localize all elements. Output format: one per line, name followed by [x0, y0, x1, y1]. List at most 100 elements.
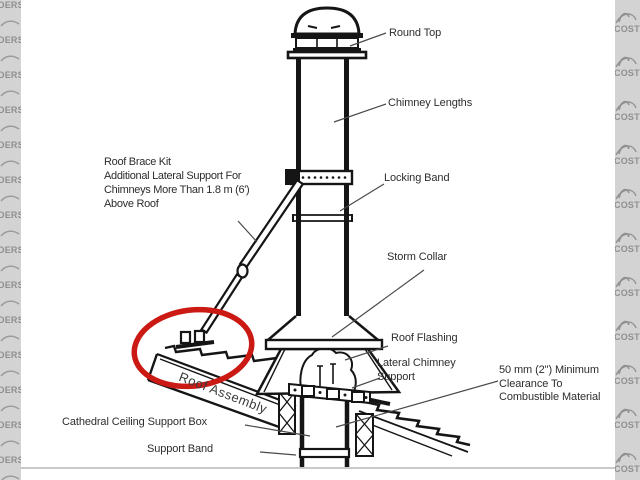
watermark-swoosh-icon	[615, 320, 637, 332]
label-round-top: Round Top	[389, 27, 442, 39]
watermark-strip-left: DERS DERS DERS DERS DERS	[0, 0, 21, 480]
watermark-squiggle-icon	[0, 55, 20, 62]
watermark-squiggle-icon	[0, 335, 20, 342]
watermark-squiggle-icon	[0, 370, 20, 377]
watermark-unit: COST	[615, 97, 640, 132]
watermark-unit: DERS	[0, 420, 21, 455]
watermark-swoosh-icon	[615, 100, 637, 112]
watermark-text: DERS	[0, 70, 21, 80]
watermark-text: DERS	[0, 350, 21, 360]
watermark-swoosh-icon	[615, 144, 637, 156]
label-roof-brace-line3: Chimneys More Than 1.8 m (6')	[104, 184, 250, 196]
storm-collar-shape	[264, 315, 384, 351]
watermark-unit: DERS	[0, 35, 21, 70]
label-clearance-line3: Combustible Material	[499, 391, 601, 403]
label-roof-flashing: Roof Flashing	[391, 332, 458, 344]
watermark-swoosh-icon	[615, 232, 637, 244]
leader-locking-band	[339, 183, 385, 212]
label-locking-band: Locking Band	[384, 172, 450, 184]
watermark-text: COST	[615, 112, 640, 122]
lateral-support-strap	[288, 363, 371, 405]
label-roof-brace-line1: Roof Brace Kit	[104, 156, 171, 168]
watermark-unit: COST	[615, 185, 640, 220]
watermark-unit: DERS	[0, 315, 21, 350]
chimney-pipe	[292, 57, 353, 319]
label-lateral-line2: Support	[377, 370, 415, 383]
watermark-text: COST	[615, 288, 640, 298]
label-clearance-line2: Clearance To	[499, 377, 563, 390]
label-roof-brace-line4: Above Roof	[104, 198, 159, 210]
red-circle-annotation	[131, 306, 255, 390]
watermark-text: COST	[615, 24, 640, 34]
watermark-squiggle-icon	[0, 440, 20, 447]
leader-roof-brace	[237, 220, 258, 243]
leader-lines	[237, 32, 499, 456]
watermark-text: COST	[615, 68, 640, 78]
watermark-unit: COST	[615, 317, 640, 352]
leader-roof-flashing	[344, 345, 389, 361]
watermark-swoosh-icon	[615, 56, 637, 68]
round-top-shape	[286, 6, 368, 60]
watermark-text: COST	[615, 376, 640, 386]
watermark-unit: COST	[615, 405, 640, 440]
watermark-squiggle-icon	[0, 195, 20, 202]
label-roof-brace-line2: Additional Lateral Support For	[104, 170, 242, 182]
roof-flashing-shape	[254, 347, 402, 398]
watermark-squiggle-icon	[1, 475, 20, 480]
watermark-text: DERS	[0, 0, 21, 10]
watermark-unit: DERS	[0, 0, 21, 35]
watermark-text: DERS	[0, 245, 21, 255]
label-support-band: Support Band	[147, 443, 214, 455]
label-lateral-chimney-support: Lateral Chimney Support	[377, 357, 456, 384]
watermark-text: DERS	[0, 210, 21, 220]
watermark-unit: DERS	[0, 280, 21, 315]
watermark-swoosh-icon	[615, 364, 637, 376]
watermark-squiggle-icon	[0, 230, 20, 237]
watermark-unit: COST	[615, 229, 640, 264]
watermark-text: COST	[615, 420, 640, 430]
watermark-squiggle-icon	[0, 125, 20, 132]
watermark-unit: DERS	[0, 140, 21, 175]
cathedral-support-box	[278, 391, 374, 467]
watermark-swoosh-icon	[615, 408, 637, 420]
watermark-text: COST	[615, 156, 640, 166]
watermark-squiggle-icon	[0, 20, 20, 27]
bottom-divider	[21, 467, 615, 469]
label-clearance-line1: 50 mm (2") Minimum	[499, 364, 599, 376]
leader-chimney-lengths	[333, 103, 387, 123]
watermark-text: COST	[615, 464, 640, 474]
watermark-unit: COST	[615, 449, 640, 480]
watermark-text: DERS	[0, 175, 21, 185]
watermark-unit: COST	[615, 9, 640, 44]
watermark-text: COST	[615, 244, 640, 254]
watermark-unit: DERS	[0, 455, 21, 480]
watermark-unit: DERS	[0, 70, 21, 105]
watermark-unit: DERS	[0, 175, 21, 210]
label-storm-collar: Storm Collar	[387, 251, 447, 263]
leader-lateral-support	[351, 377, 381, 389]
roof-brace	[175, 178, 305, 349]
brace-foot-shape	[175, 329, 215, 349]
watermark-unit: DERS	[0, 385, 21, 420]
watermark-text: DERS	[0, 420, 21, 430]
watermark-text: COST	[615, 332, 640, 342]
label-roof-brace-kit: Roof Brace Kit Additional Lateral Suppor…	[104, 155, 250, 211]
label-clearance: 50 mm (2") Minimum Clearance To Combusti…	[499, 364, 600, 405]
leader-round-top	[349, 32, 387, 47]
leader-storm-collar	[331, 269, 425, 338]
label-chimney-lengths: Chimney Lengths	[388, 97, 473, 109]
watermark-swoosh-icon	[615, 188, 637, 200]
watermark-unit: DERS	[0, 105, 21, 140]
watermark-squiggle-icon	[0, 265, 20, 272]
watermark-unit: DERS	[0, 210, 21, 245]
support-band-shape	[298, 447, 351, 459]
flashing-boot-shape	[299, 347, 357, 398]
watermark-squiggle-icon	[0, 160, 20, 167]
leader-support-band	[259, 451, 297, 456]
watermark-squiggle-icon	[0, 405, 20, 412]
leader-cathedral-box	[244, 424, 311, 437]
watermark-text: COST	[615, 200, 640, 210]
watermark-strip-right: COST COST COST COST	[615, 0, 640, 480]
watermark-text: DERS	[0, 140, 21, 150]
